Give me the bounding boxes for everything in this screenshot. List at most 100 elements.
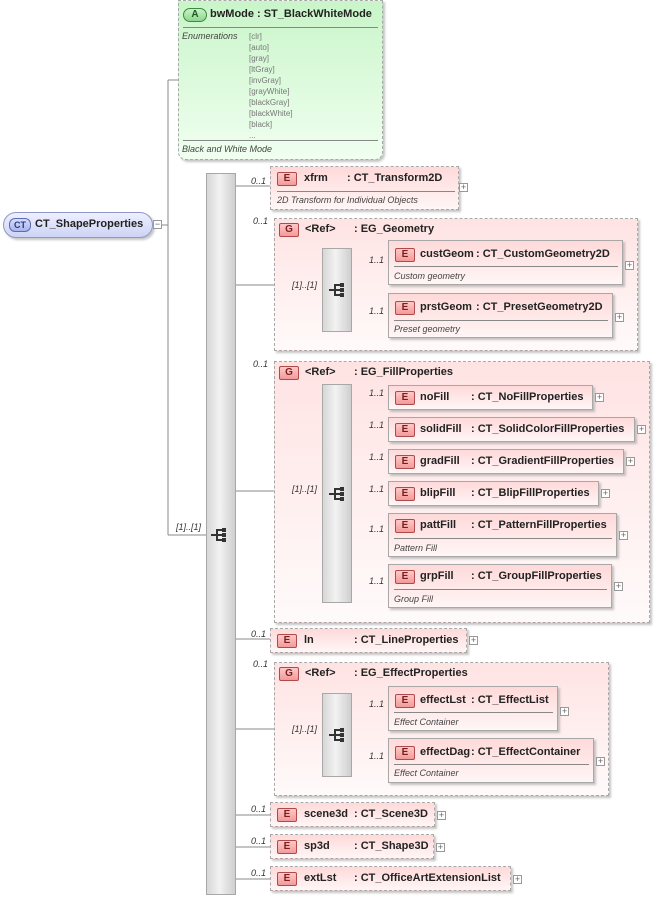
ln-expand-toggle[interactable]: + (469, 635, 478, 645)
geometry-multiplicity: 0..1 (253, 216, 269, 226)
scene3d-expand-toggle[interactable]: + (437, 810, 446, 820)
root-complex-type[interactable]: CT CT_ShapeProperties (3, 212, 153, 238)
element-badge: E (395, 391, 415, 405)
extLst-multiplicity: 0..1 (251, 868, 267, 878)
element-pattFill[interactable]: E pattFill : CT_PatternFillProperties Pa… (388, 513, 617, 557)
element-doc: Group Fill (394, 594, 434, 604)
extLst-expand-toggle[interactable]: + (513, 874, 522, 884)
attribute-bwMode[interactable]: A bwMode : ST_BlackWhiteMode Enumeration… (178, 0, 383, 160)
element-doc: Custom geometry (394, 271, 466, 281)
attribute-doc-separator (183, 140, 378, 141)
element-type: : CT_Transform2D (347, 172, 443, 184)
custGeom-expand-toggle[interactable]: + (625, 260, 634, 270)
attribute-name: bwMode (210, 8, 254, 20)
item-multiplicity: 1..1 (369, 524, 385, 534)
gradFill-expand-toggle[interactable]: + (626, 456, 635, 466)
enum-value: [black] (249, 120, 273, 129)
prstGeom-expand-toggle[interactable]: + (615, 312, 624, 322)
sequence-icon (329, 728, 344, 742)
element-type: : CT_NoFillProperties (471, 391, 584, 403)
group-badge: G (279, 667, 299, 681)
sp3d-expand-toggle[interactable]: + (436, 842, 445, 852)
effectDag-expand-toggle[interactable]: + (596, 756, 605, 766)
group-type: : EG_EffectProperties (354, 667, 468, 679)
main-seq-multiplicity: [1]..[1] (176, 522, 202, 532)
element-xfrm[interactable]: E xfrm : CT_Transform2D 2D Transform for… (270, 166, 459, 210)
fill-multiplicity: 0..1 (253, 359, 269, 369)
effect-seq-multiplicity: [1]..[1] (292, 724, 318, 734)
enum-value: ... (249, 131, 256, 140)
enumeration-list: [clr] [auto] [gray] [ltGray] [invGray] [… (249, 31, 293, 141)
element-grpFill[interactable]: E grpFill : CT_GroupFillProperties Group… (388, 564, 612, 608)
element-name: grpFill (420, 570, 454, 582)
element-ln[interactable]: E ln : CT_LineProperties (270, 628, 467, 653)
element-badge: E (395, 487, 415, 501)
element-blipFill[interactable]: E blipFill : CT_BlipFillProperties (388, 481, 599, 506)
xfrm-multiplicity: 0..1 (251, 176, 267, 186)
effectLst-expand-toggle[interactable]: + (560, 706, 569, 716)
item-multiplicity: 1..1 (369, 751, 385, 761)
grpFill-expand-toggle[interactable]: + (614, 581, 623, 591)
element-name: extLst (304, 872, 337, 884)
element-badge: E (277, 872, 297, 886)
element-doc: Pattern Fill (394, 543, 438, 553)
enum-value: [gray] (249, 54, 270, 63)
xfrm-expand-toggle[interactable]: + (459, 182, 468, 192)
item-multiplicity: 1..1 (369, 388, 385, 398)
doc-separator (277, 191, 455, 192)
element-gradFill[interactable]: E gradFill : CT_GradientFillProperties (388, 449, 624, 474)
enum-value: [blackWhite] (249, 109, 293, 118)
element-type: : CT_Scene3D (354, 808, 428, 820)
element-badge: E (395, 570, 415, 584)
blipFill-expand-toggle[interactable]: + (601, 488, 610, 498)
item-multiplicity: 1..1 (369, 699, 385, 709)
element-name: ln (304, 634, 314, 646)
element-type: : CT_EffectList (471, 694, 549, 706)
geometry-sequence-compositor[interactable] (322, 248, 352, 332)
element-doc: Effect Container (394, 717, 459, 727)
element-badge: E (277, 840, 297, 854)
noFill-expand-toggle[interactable]: + (595, 392, 604, 402)
element-effectDag[interactable]: E effectDag : CT_EffectContainer Effect … (388, 738, 594, 783)
root-name: CT_ShapeProperties (35, 218, 144, 230)
element-extLst[interactable]: E extLst : CT_OfficeArtExtensionList (270, 866, 511, 891)
item-multiplicity: 1..1 (369, 255, 385, 265)
attribute-doc: Black and White Mode (182, 144, 273, 154)
complex-type-badge: CT (9, 218, 31, 232)
enum-value: [blackGray] (249, 98, 290, 107)
element-name: gradFill (420, 455, 460, 467)
element-type: : CT_OfficeArtExtensionList (354, 872, 501, 884)
enum-value: [clr] (249, 32, 262, 41)
element-name: pattFill (420, 519, 457, 531)
element-type: : CT_PatternFillProperties (471, 519, 607, 531)
element-custGeom[interactable]: E custGeom : CT_CustomGeometry2D Custom … (388, 240, 623, 285)
element-effectLst[interactable]: E effectLst : CT_EffectList Effect Conta… (388, 686, 558, 731)
element-scene3d[interactable]: E scene3d : CT_Scene3D (270, 802, 435, 827)
element-type: : CT_EffectContainer (471, 746, 581, 758)
element-solidFill[interactable]: E solidFill : CT_SolidColorFillPropertie… (388, 417, 635, 442)
element-noFill[interactable]: E noFill : CT_NoFillProperties (388, 385, 593, 410)
element-sp3d[interactable]: E sp3d : CT_Shape3D (270, 834, 434, 859)
element-badge: E (395, 694, 415, 708)
element-prstGeom[interactable]: E prstGeom : CT_PresetGeometry2D Preset … (388, 293, 613, 338)
element-badge: E (395, 301, 415, 315)
sp3d-multiplicity: 0..1 (251, 836, 267, 846)
element-doc: Effect Container (394, 768, 459, 778)
solidFill-expand-toggle[interactable]: + (637, 424, 646, 434)
element-badge: E (277, 172, 297, 186)
element-name: scene3d (304, 808, 349, 820)
element-name: noFill (420, 391, 450, 403)
element-name: sp3d (304, 840, 330, 852)
group-badge: G (279, 366, 299, 380)
sequence-icon (211, 528, 226, 542)
item-multiplicity: 1..1 (369, 484, 385, 494)
group-ref: <Ref> (305, 366, 336, 378)
pattFill-expand-toggle[interactable]: + (619, 530, 628, 540)
element-name: blipFill (420, 487, 456, 499)
element-type: : CT_BlipFillProperties (471, 487, 590, 499)
element-badge: E (395, 455, 415, 469)
group-ref: <Ref> (305, 223, 336, 235)
element-name: custGeom (420, 248, 474, 260)
root-expand-toggle[interactable]: − (153, 219, 162, 229)
fill-seq-multiplicity: [1]..[1] (292, 484, 318, 494)
